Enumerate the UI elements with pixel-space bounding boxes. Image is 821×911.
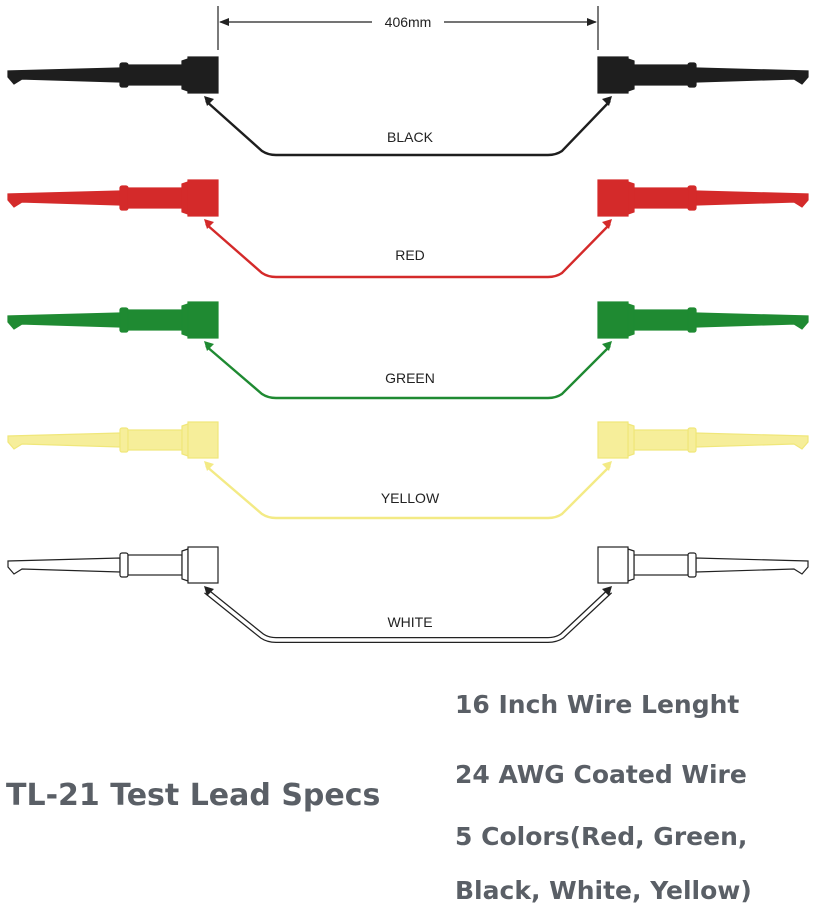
probe-flange bbox=[687, 552, 697, 578]
wire-end-right bbox=[602, 219, 612, 229]
probe-flange bbox=[687, 62, 697, 88]
probe-collar bbox=[627, 181, 635, 215]
probe-boot bbox=[187, 56, 219, 94]
wire-end-left bbox=[204, 96, 214, 106]
probe-left bbox=[7, 179, 219, 217]
probe-grip bbox=[633, 309, 689, 331]
probe-flange bbox=[687, 185, 697, 211]
probe-collar bbox=[181, 58, 189, 92]
probe-boot bbox=[597, 179, 629, 217]
probe-tip bbox=[7, 557, 121, 575]
probe-grip bbox=[127, 554, 183, 576]
spec-wire-length: 16 Inch Wire Lenght bbox=[455, 690, 740, 719]
test-lead-red: RED bbox=[7, 179, 809, 279]
probe-collar bbox=[627, 303, 635, 337]
spec-colors-line-1: 5 Colors(Red, Green, bbox=[455, 822, 748, 851]
probe-boot bbox=[187, 179, 219, 217]
probe-grip bbox=[633, 64, 689, 86]
probe-boot bbox=[597, 546, 629, 584]
probe-flange bbox=[687, 307, 697, 333]
probe-collar bbox=[181, 303, 189, 337]
test-lead-black: BLACK bbox=[7, 56, 809, 157]
lead-label: WHITE bbox=[387, 614, 432, 630]
test-lead-yellow: YELLOW bbox=[7, 421, 809, 520]
probe-grip bbox=[633, 429, 689, 451]
probe-boot bbox=[597, 56, 629, 94]
test-lead-green: GREEN bbox=[7, 301, 809, 400]
probe-tip bbox=[695, 312, 809, 330]
probe-left bbox=[7, 301, 219, 339]
probe-tip bbox=[695, 190, 809, 208]
probe-grip bbox=[127, 429, 183, 451]
probe-grip bbox=[633, 554, 689, 576]
probe-grip bbox=[127, 64, 183, 86]
probe-right bbox=[597, 56, 809, 94]
probe-right bbox=[597, 421, 809, 459]
probe-tip bbox=[695, 67, 809, 85]
probe-tip bbox=[695, 432, 809, 450]
probe-grip bbox=[633, 187, 689, 209]
probe-tip bbox=[695, 557, 809, 575]
wire bbox=[205, 100, 611, 157]
probe-left bbox=[7, 546, 219, 584]
spec-wire-gauge: 24 AWG Coated Wire bbox=[455, 760, 747, 789]
spec-colors-line-2: Black, White, Yellow) bbox=[455, 876, 752, 905]
probe-grip bbox=[127, 187, 183, 209]
probe-left bbox=[7, 421, 219, 459]
wire-end-left bbox=[204, 219, 214, 229]
test-lead-white: WHITE bbox=[7, 546, 809, 643]
dimension-marker: 406mm bbox=[217, 6, 599, 50]
probe-boot bbox=[597, 301, 629, 339]
lead-label: YELLOW bbox=[381, 490, 440, 506]
probe-collar bbox=[181, 423, 189, 457]
probe-boot bbox=[187, 421, 219, 459]
probe-right bbox=[597, 179, 809, 217]
probe-flange bbox=[119, 307, 129, 333]
probe-collar bbox=[627, 58, 635, 92]
probe-flange bbox=[119, 185, 129, 211]
probe-flange bbox=[119, 552, 129, 578]
wire bbox=[205, 345, 611, 400]
probe-tip bbox=[7, 190, 121, 208]
wire bbox=[205, 465, 611, 520]
probe-collar bbox=[181, 548, 189, 582]
wire-core bbox=[204, 589, 612, 642]
probe-boot bbox=[187, 546, 219, 584]
wire-end-right bbox=[602, 96, 612, 106]
probe-left bbox=[7, 56, 219, 94]
probe-right bbox=[597, 546, 809, 584]
dimension-label: 406mm bbox=[385, 14, 432, 30]
probe-flange bbox=[119, 427, 129, 453]
probe-boot bbox=[187, 301, 219, 339]
probe-tip bbox=[7, 432, 121, 450]
probe-collar bbox=[627, 548, 635, 582]
leads-group: BLACK RED GREEN YELLOW WHITE bbox=[7, 56, 809, 643]
lead-label: GREEN bbox=[385, 370, 435, 386]
probe-tip bbox=[7, 312, 121, 330]
lead-label: BLACK bbox=[387, 129, 434, 145]
probe-tip bbox=[7, 67, 121, 85]
wire-end-right bbox=[602, 461, 612, 471]
wire-end-right bbox=[602, 341, 612, 351]
probe-right bbox=[597, 301, 809, 339]
probe-boot bbox=[597, 421, 629, 459]
wire bbox=[205, 223, 611, 279]
wire-end-right bbox=[602, 586, 612, 596]
wire-end-left bbox=[204, 586, 214, 596]
lead-label: RED bbox=[395, 247, 425, 263]
probe-collar bbox=[627, 423, 635, 457]
probe-flange bbox=[687, 427, 697, 453]
probe-collar bbox=[181, 181, 189, 215]
probe-grip bbox=[127, 309, 183, 331]
wire-end-left bbox=[204, 461, 214, 471]
specs-title: TL-21 Test Lead Specs bbox=[6, 778, 381, 813]
probe-flange bbox=[119, 62, 129, 88]
wire-end-left bbox=[204, 341, 214, 351]
